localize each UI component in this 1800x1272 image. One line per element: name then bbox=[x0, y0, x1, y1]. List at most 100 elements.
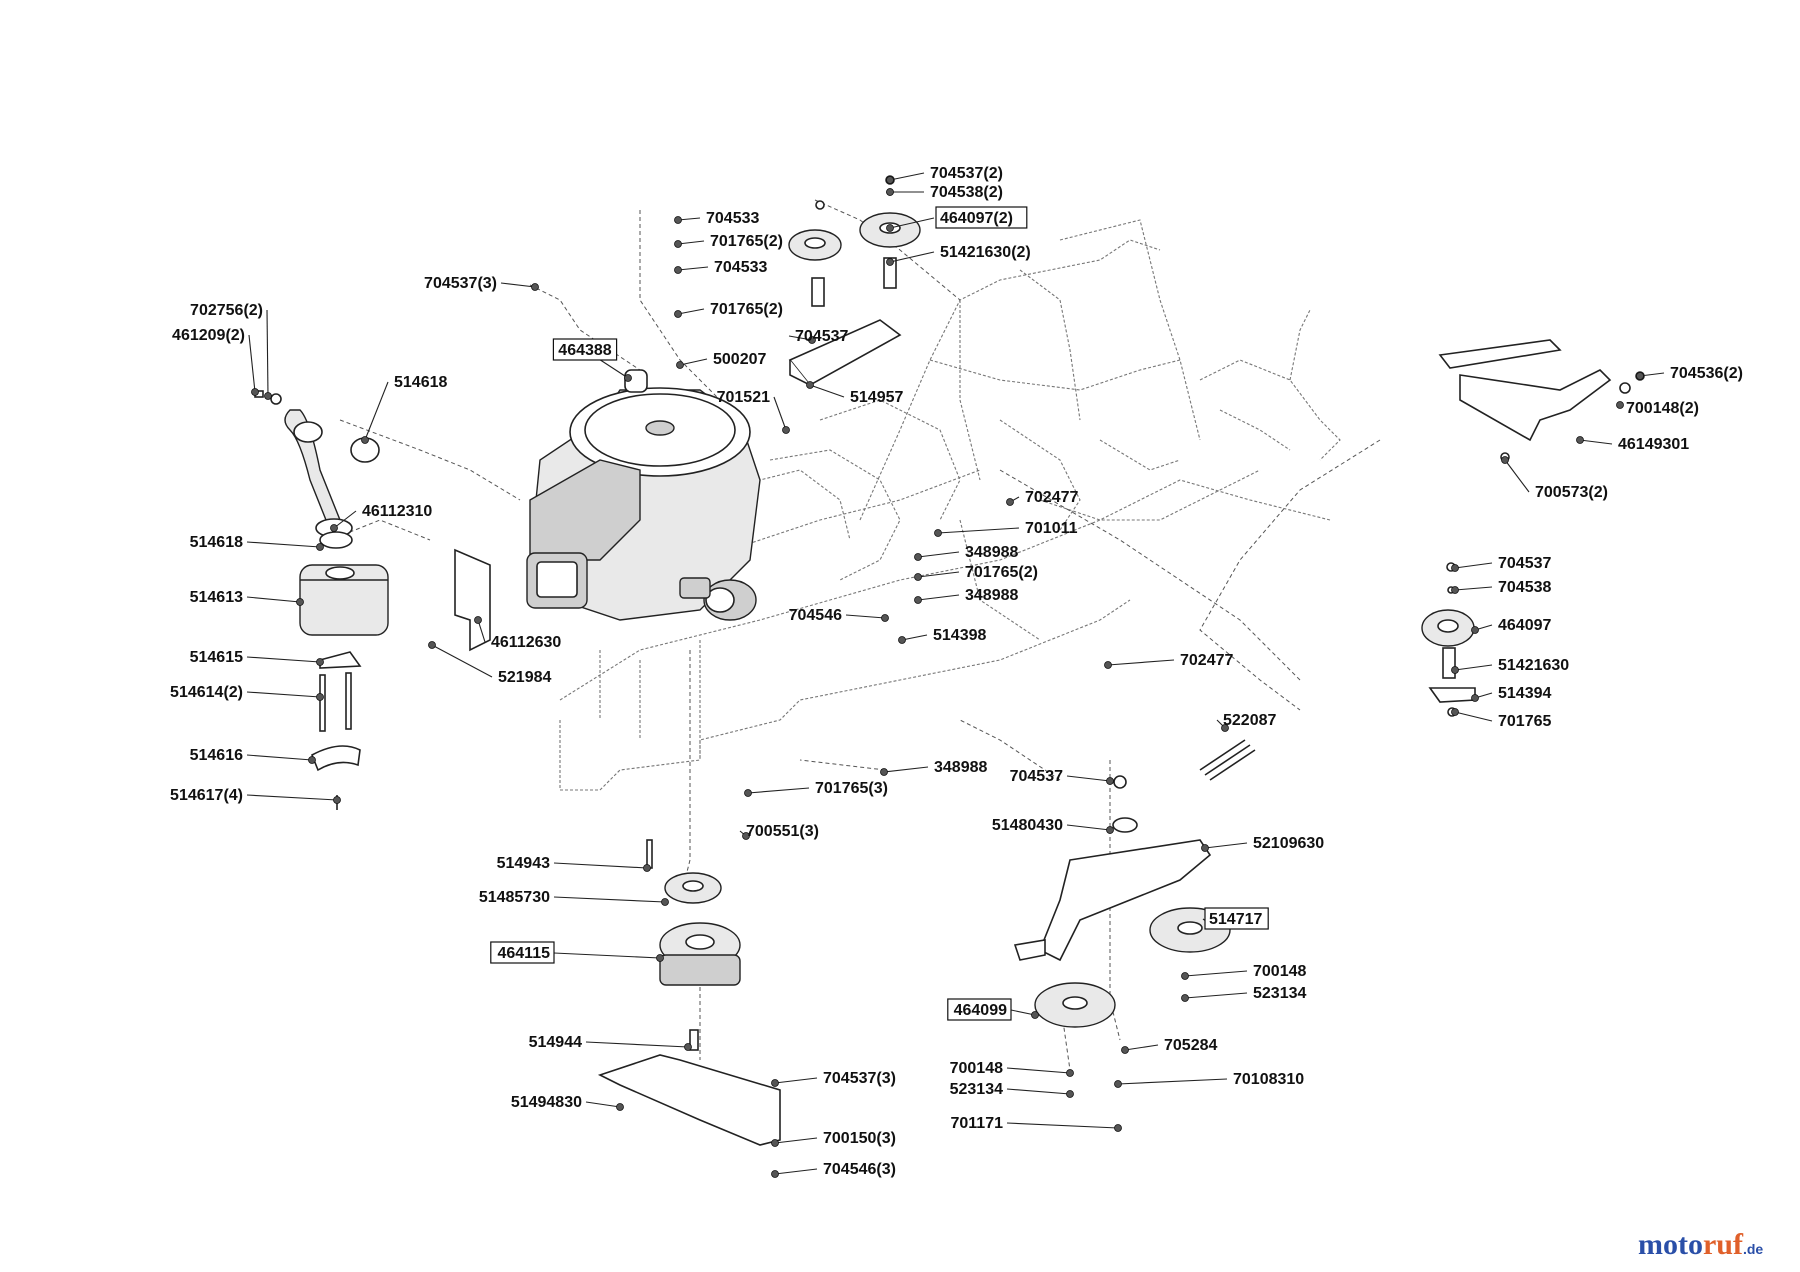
part-number-text: 704546(3) bbox=[823, 1161, 896, 1178]
part-number-text: 700551(3) bbox=[746, 823, 819, 840]
part-label: 700573(2) bbox=[1535, 484, 1608, 501]
fastener-mark bbox=[531, 283, 539, 291]
part-label: 46112630 bbox=[491, 634, 561, 651]
part-label: 704537(3) bbox=[424, 275, 497, 292]
leader-line bbox=[500, 282, 536, 288]
part-label: 701765(2) bbox=[710, 233, 783, 250]
part-label: 701011 bbox=[1025, 520, 1078, 537]
fastener-mark bbox=[674, 310, 682, 318]
part-number-text: 514618 bbox=[394, 374, 447, 391]
leader-line bbox=[1066, 824, 1111, 831]
part-number-text: 514618 bbox=[190, 534, 243, 551]
fastener-mark bbox=[1636, 372, 1644, 380]
leader-line bbox=[883, 766, 929, 773]
part-number-text: 704537(2) bbox=[930, 165, 1003, 182]
leader-line bbox=[917, 594, 960, 601]
part-label: 704533 bbox=[706, 210, 759, 227]
leader-line bbox=[364, 381, 389, 441]
part-number-text: 52109630 bbox=[1253, 835, 1324, 852]
part-label: 704538 bbox=[1498, 579, 1551, 596]
leader-line bbox=[747, 787, 810, 794]
fastener-mark bbox=[1121, 1046, 1129, 1054]
part-number-text: 514617(4) bbox=[170, 787, 243, 804]
part-number-text: 464115 bbox=[497, 945, 550, 962]
part-number-text: 704538 bbox=[1498, 579, 1551, 596]
part-label: 348988 bbox=[965, 587, 1018, 604]
fastener-mark bbox=[806, 381, 814, 389]
part-number-text: 702477 bbox=[1025, 489, 1078, 506]
part-label: 701765(2) bbox=[710, 301, 783, 318]
part-number-text: 51421630(2) bbox=[940, 244, 1031, 261]
part-label: 700150(3) bbox=[823, 1130, 896, 1147]
leader-line bbox=[553, 896, 666, 903]
fastener-mark bbox=[1031, 1011, 1039, 1019]
part-number-text: 464097 bbox=[1498, 617, 1551, 634]
leader-line bbox=[845, 614, 886, 619]
leader-line bbox=[1107, 659, 1175, 666]
part-label: 521984 bbox=[498, 669, 551, 686]
part-label: 514394 bbox=[1498, 685, 1551, 702]
idler-arm-drawing bbox=[1013, 739, 1256, 1028]
fastener-mark bbox=[661, 898, 669, 906]
part-label: 514617(4) bbox=[170, 787, 243, 804]
part-number-text: 514616 bbox=[190, 747, 243, 764]
watermark-suffix: .de bbox=[1742, 1241, 1764, 1257]
part-number-text: 704533 bbox=[706, 210, 759, 227]
fastener-mark bbox=[771, 1170, 779, 1178]
fastener-mark bbox=[316, 693, 324, 701]
part-number-text: 702477 bbox=[1180, 652, 1233, 669]
fastener-mark bbox=[1104, 661, 1112, 669]
part-number-text: 46149301 bbox=[1618, 436, 1689, 453]
fastener-mark bbox=[333, 796, 341, 804]
fastener-mark bbox=[914, 596, 922, 604]
part-label: 514613 bbox=[190, 589, 243, 606]
part-number-text: 704537 bbox=[1498, 555, 1551, 572]
fastener-mark bbox=[1181, 994, 1189, 1002]
part-number-text: 704537 bbox=[1010, 768, 1063, 785]
part-number-text: 46112630 bbox=[491, 634, 561, 651]
leader-line bbox=[1006, 1088, 1071, 1095]
leader-line bbox=[553, 952, 661, 959]
leader-line bbox=[677, 266, 709, 271]
part-number-text: 523134 bbox=[950, 1081, 1003, 1098]
leader-line bbox=[1454, 562, 1493, 569]
leader-line bbox=[585, 1101, 621, 1108]
fastener-mark bbox=[1006, 498, 1014, 506]
leader-line bbox=[1184, 992, 1248, 999]
fastener-mark bbox=[674, 240, 682, 248]
part-label: 46112310 bbox=[362, 503, 432, 520]
part-label: 52109630 bbox=[1253, 835, 1324, 852]
part-number-box bbox=[552, 338, 618, 361]
leader-line bbox=[917, 551, 960, 558]
fastener-mark bbox=[316, 543, 324, 551]
part-label: 464115 bbox=[490, 941, 555, 964]
leader-line bbox=[1204, 842, 1248, 849]
part-number-text: 700148 bbox=[1253, 963, 1306, 980]
part-label: 702756(2) bbox=[190, 302, 263, 319]
fastener-mark bbox=[624, 374, 632, 382]
part-label: 514615 bbox=[190, 649, 243, 666]
part-label: 704537(2) bbox=[930, 165, 1003, 182]
fastener-mark bbox=[1451, 666, 1459, 674]
part-number-text: 51494830 bbox=[511, 1094, 582, 1111]
part-label: 701765 bbox=[1498, 713, 1551, 730]
fastener-mark bbox=[1221, 724, 1229, 732]
leader-line bbox=[585, 1041, 689, 1048]
leader-line bbox=[917, 571, 960, 578]
leader-line bbox=[333, 510, 357, 529]
leader-line bbox=[1124, 1044, 1159, 1051]
engine-drawing bbox=[526, 369, 761, 621]
fastener-mark bbox=[1501, 456, 1509, 464]
part-number-text: 70108310 bbox=[1233, 1071, 1304, 1088]
part-number-text: 701765(2) bbox=[710, 233, 783, 250]
part-number-text: 704538(2) bbox=[930, 184, 1003, 201]
part-number-text: 348988 bbox=[965, 544, 1018, 561]
part-label: 704537 bbox=[1498, 555, 1551, 572]
fastener-mark bbox=[1201, 844, 1209, 852]
leader-line bbox=[266, 309, 269, 397]
part-number-text: 514613 bbox=[190, 589, 243, 606]
part-number-text: 514943 bbox=[497, 855, 550, 872]
fastener-mark bbox=[1471, 694, 1479, 702]
part-label: 700551(3) bbox=[746, 823, 819, 840]
fastener-mark bbox=[1066, 1069, 1074, 1077]
